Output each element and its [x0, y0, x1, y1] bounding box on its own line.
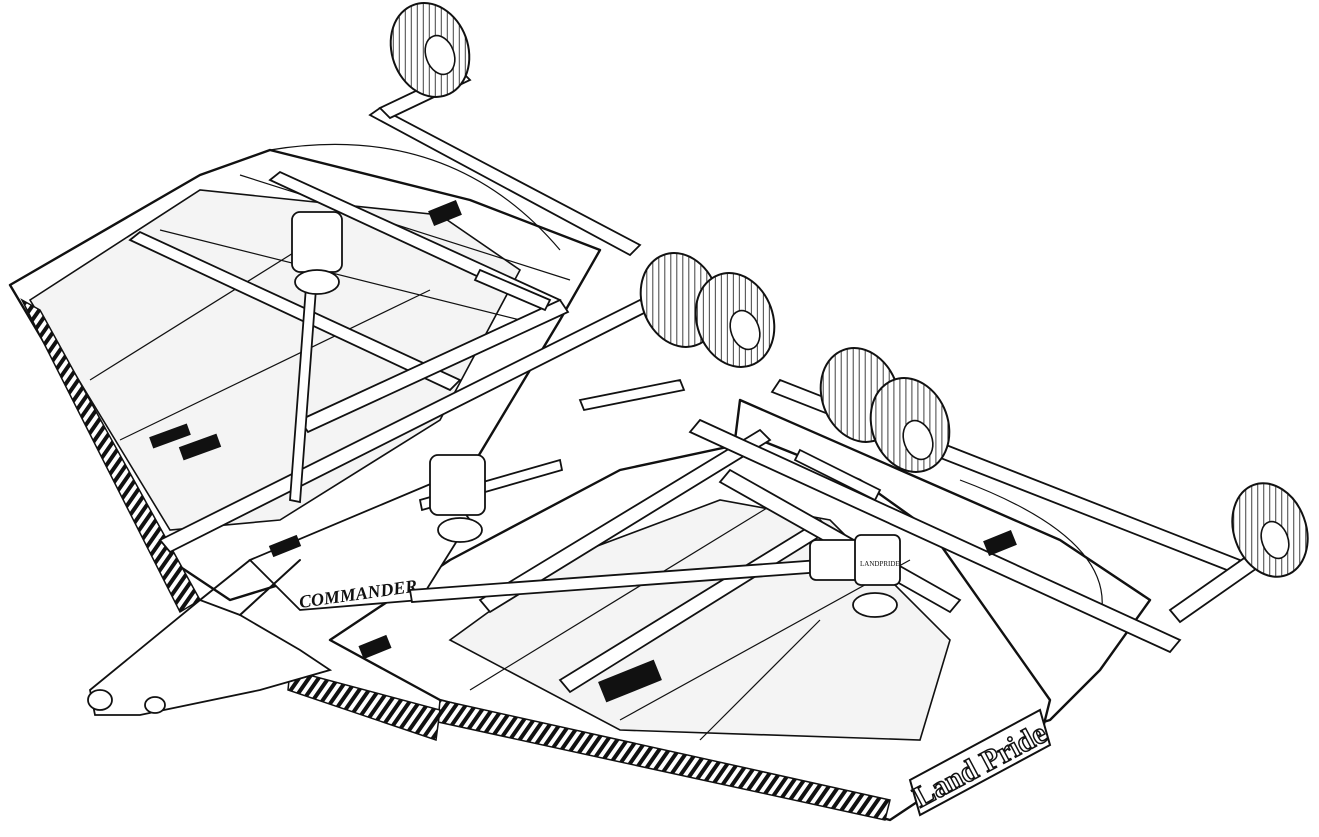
- safety-decals: [149, 199, 1017, 703]
- wheels: [389, 2, 1309, 578]
- center-gearbox: [429, 454, 486, 543]
- hydraulic-cylinders: [473, 268, 882, 502]
- hitch-assembly: [87, 478, 472, 716]
- center-left-chain-guard: [287, 669, 441, 742]
- right-gearbox: LANDPRIDE: [809, 534, 901, 618]
- wheel-center-4: [869, 377, 951, 473]
- left-gearbox: [291, 211, 343, 295]
- wheel-right: [1231, 482, 1309, 578]
- gearbox-label-text: LANDPRIDE: [860, 560, 900, 568]
- wheel-center-2: [694, 272, 776, 368]
- wheel-top-left: [389, 2, 471, 98]
